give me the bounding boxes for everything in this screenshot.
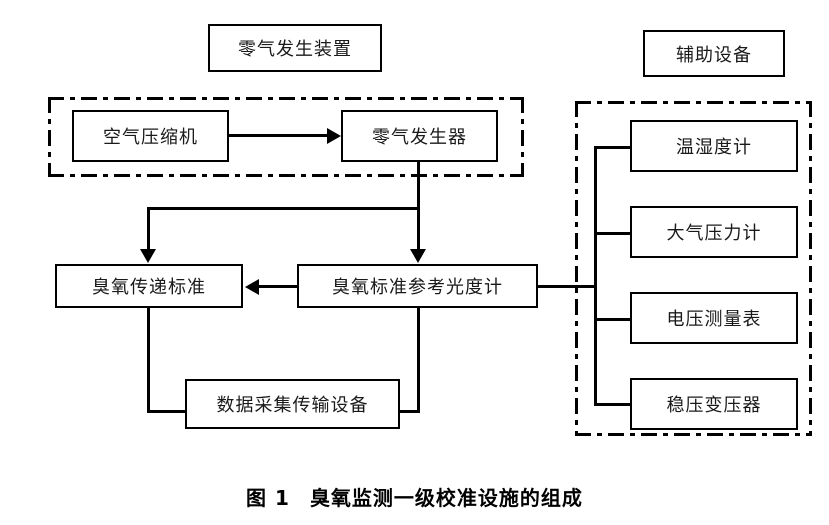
- box-air-compressor: 空气压缩机: [72, 110, 229, 162]
- box-thermo-hygrometer: 温湿度计: [630, 120, 798, 172]
- connector-photometer-to-auxiliary-bus: [538, 285, 597, 288]
- box-voltage-stabilizer: 稳压变压器: [630, 378, 798, 430]
- box-barometer-label: 大气压力计: [666, 223, 762, 244]
- figure-caption-label: 图 1: [246, 486, 290, 510]
- figure-caption: 图 1 臭氧监测一级校准设施的组成: [0, 482, 829, 511]
- connector-photometer-to-data-device: [397, 410, 420, 413]
- connector-branch-to-transfer-standard: [147, 207, 150, 251]
- figure-caption-title: 臭氧监测一级校准设施的组成: [309, 486, 583, 510]
- group-title-auxiliary-label: 辅助设备: [676, 44, 752, 66]
- box-ozone-reference-photometer: 臭氧标准参考光度计: [297, 264, 538, 308]
- arrowhead-into-transfer-standard: [140, 249, 156, 263]
- connector-photometer-down: [417, 308, 420, 412]
- box-ozone-transfer-standard: 臭氧传递标准: [55, 264, 243, 308]
- box-air-compressor-label: 空气压缩机: [103, 127, 198, 148]
- connector-transfer-standard-down: [147, 308, 150, 412]
- connector-generator-branch-left: [147, 207, 420, 210]
- box-voltage-stabilizer-label: 稳压变压器: [666, 395, 762, 416]
- arrowhead-compressor-to-generator: [327, 128, 341, 144]
- connector-transfer-standard-to-data-device: [147, 410, 188, 413]
- connector-compressor-to-generator: [229, 134, 329, 137]
- arrowhead-into-reference-photometer: [410, 249, 426, 263]
- auxiliary-bus-line: [594, 146, 597, 404]
- connector-photometer-to-transfer-standard: [257, 285, 299, 288]
- box-data-acquisition-device: 数据采集传输设备: [185, 379, 400, 429]
- box-barometer: 大气压力计: [630, 206, 798, 258]
- connector-bus-to-barometer: [594, 232, 632, 235]
- box-voltage-meter-label: 电压测量表: [666, 309, 762, 330]
- group-title-zero-air-generator: 零气发生装置: [208, 24, 382, 72]
- box-ozone-reference-photometer-label: 臭氧标准参考光度计: [332, 277, 503, 298]
- box-zero-air-generator: 零气发生器: [341, 110, 498, 162]
- box-zero-air-generator-label: 零气发生器: [372, 127, 467, 148]
- connector-bus-to-voltage-meter: [594, 318, 632, 321]
- box-data-acquisition-device-label: 数据采集传输设备: [216, 395, 369, 416]
- arrowhead-photometer-to-transfer-standard: [245, 279, 259, 295]
- box-ozone-transfer-standard-label: 臭氧传递标准: [92, 277, 206, 298]
- connector-bus-to-voltage-stabilizer: [594, 403, 632, 406]
- connector-bus-to-thermo-hygrometer: [594, 146, 632, 149]
- group-title-zero-air-label: 零气发生装置: [238, 39, 352, 60]
- group-title-auxiliary-equipment: 辅助设备: [643, 30, 785, 77]
- box-thermo-hygrometer-label: 温湿度计: [676, 137, 752, 158]
- box-voltage-meter: 电压测量表: [630, 292, 798, 344]
